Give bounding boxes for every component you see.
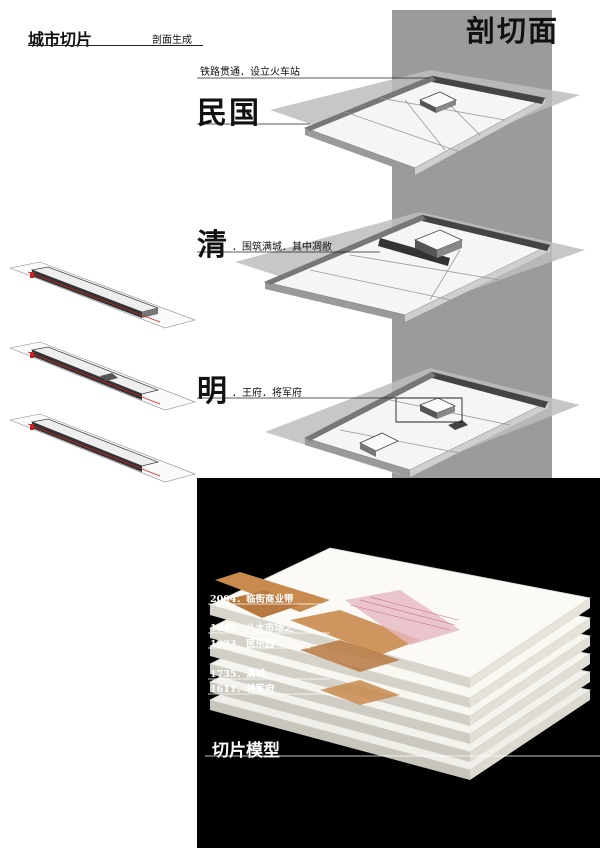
section-plane-title: 剖切面 xyxy=(466,14,560,48)
model-slices xyxy=(208,547,592,780)
layer-ming-highlight-frame xyxy=(395,397,463,423)
page-title: 城市切片 xyxy=(28,30,93,49)
title-underline xyxy=(28,45,203,46)
timeline-label-1735: 1735．满城 xyxy=(210,669,265,680)
layer-ming-label: 明 xyxy=(197,374,229,409)
model-title: 切片模型 xyxy=(212,741,280,761)
timeline-label-2004: 2004．临街商业带 xyxy=(210,594,294,605)
timeline-label-1933: 1933．民乐园 xyxy=(210,639,275,650)
strip-section-2 xyxy=(8,341,196,411)
strip-section-1 xyxy=(8,261,196,329)
timeline-label-1611: 1611．将军府 xyxy=(210,684,275,695)
layer-qing-note: ．围筑满城．其中凋敝 xyxy=(232,242,332,253)
layer-minguo-label: 民国 xyxy=(197,96,261,131)
layer-qing-label: 清 xyxy=(197,228,229,263)
page-subtitle: 剖面生成 xyxy=(152,35,192,46)
layer-minguo-note: 铁路贯通．设立火车站 xyxy=(200,67,300,78)
strip-section-3 xyxy=(8,413,196,483)
layer-qing-model xyxy=(235,212,585,322)
layer-minguo-model xyxy=(270,70,580,175)
timeline-label-1949: 1949．八大市场之一 xyxy=(210,623,303,634)
layer-ming-note: ．王府．将军府 xyxy=(232,388,302,399)
layer-ming-model xyxy=(265,368,580,477)
